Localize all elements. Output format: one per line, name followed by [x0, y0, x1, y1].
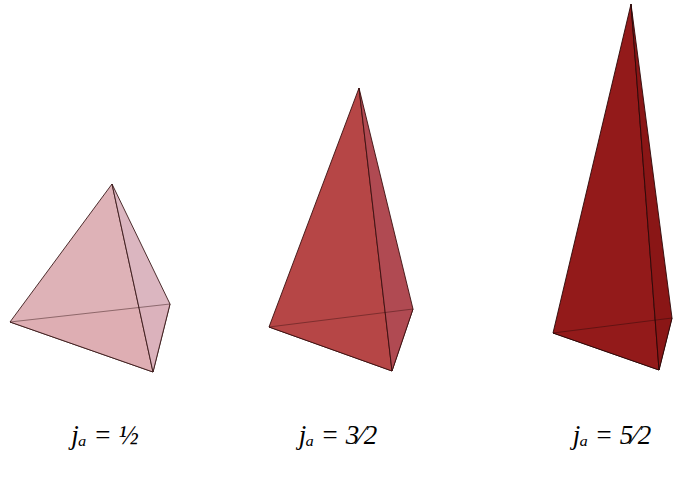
spin-label: jₐ = 3⁄2	[299, 420, 378, 451]
spin-label: jₐ = 5⁄2	[573, 420, 652, 451]
tetrahedron-small	[10, 184, 170, 372]
tetrahedron-medium	[269, 88, 413, 371]
tetrahedron-large	[553, 4, 672, 370]
spin-label: jₐ = ½	[71, 420, 138, 451]
